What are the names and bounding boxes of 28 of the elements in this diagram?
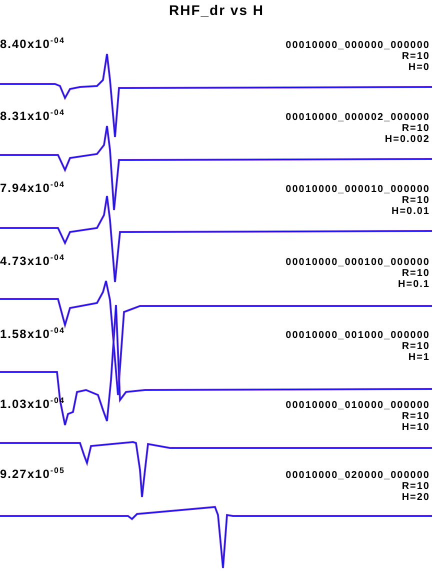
parameter-label: R=10 bbox=[402, 268, 430, 279]
scale-label: 9.27x10$^{-05}$ bbox=[0, 466, 65, 481]
scale-label: 7.94x10$^{-04}$ bbox=[0, 180, 65, 195]
parameter-label: R=10 bbox=[402, 51, 430, 62]
scale-label: 4.73x10$^{-04}$ bbox=[0, 253, 65, 268]
parameter-label: R=10 bbox=[402, 341, 430, 352]
parameter-label: H=0.01 bbox=[391, 206, 430, 217]
run-id-label: 00010000_000100_000000 bbox=[286, 257, 430, 268]
run-id-label: 00010000_000002_000000 bbox=[286, 112, 430, 123]
chart-title: RHF_dr vs H bbox=[168, 2, 266, 18]
parameter-label: H=10 bbox=[402, 422, 430, 433]
parameter-label: R=10 bbox=[402, 195, 430, 206]
parameter-label: H=0 bbox=[408, 62, 430, 73]
run-id-label: 00010000_020000_000000 bbox=[286, 470, 430, 481]
run-id-label: 00010000_010000_000000 bbox=[286, 400, 430, 411]
run-id-label: 00010000_001000_000000 bbox=[286, 330, 430, 341]
scale-label: 1.58x10$^{-04}$ bbox=[0, 326, 65, 341]
parameter-label: H=0.1 bbox=[398, 279, 430, 290]
scale-label: 8.31x10$^{-04}$ bbox=[0, 108, 65, 123]
parameter-label: R=10 bbox=[402, 481, 430, 492]
parameter-label: R=10 bbox=[402, 123, 430, 134]
parameter-label: H=20 bbox=[402, 492, 430, 503]
scale-label: 8.40x10$^{-04}$ bbox=[0, 36, 65, 51]
run-id-label: 00010000_000010_000000 bbox=[286, 184, 430, 195]
parameter-label: H=1 bbox=[408, 352, 430, 363]
parameter-label: H=0.002 bbox=[384, 134, 430, 145]
run-id-label: 00010000_000000_000000 bbox=[286, 40, 430, 51]
parameter-label: R=10 bbox=[402, 411, 430, 422]
